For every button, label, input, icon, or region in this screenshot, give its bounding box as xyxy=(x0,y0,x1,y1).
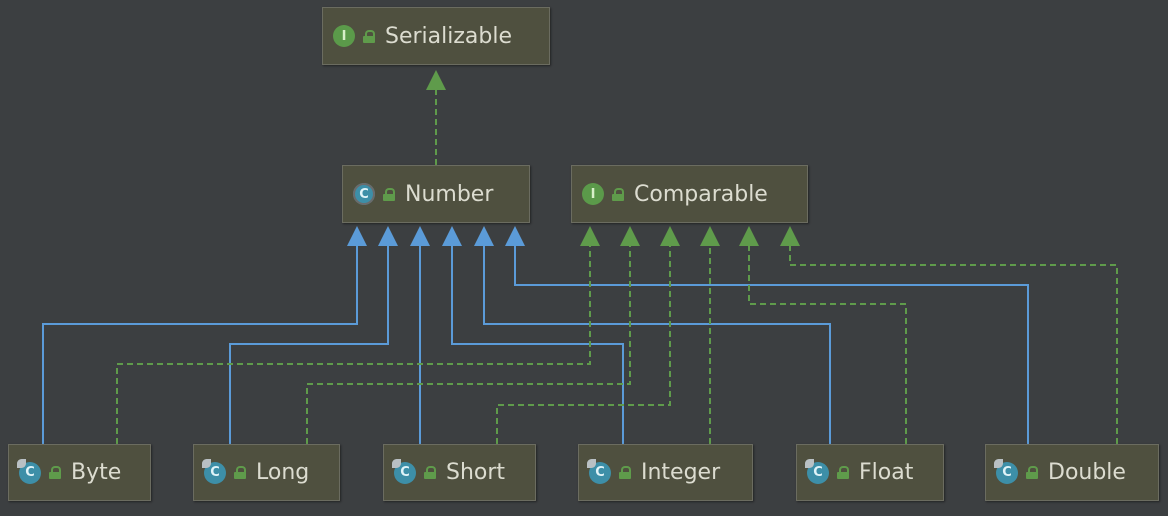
arrow-head xyxy=(347,226,367,246)
edge-line xyxy=(42,246,358,444)
arrow-head xyxy=(410,226,430,246)
class-icon: C xyxy=(587,458,611,484)
interface-icon: I xyxy=(582,183,604,205)
edge-line xyxy=(496,246,671,444)
node-label: Number xyxy=(405,181,494,207)
edge-byte-number xyxy=(42,226,367,444)
public-lock-icon xyxy=(619,466,631,479)
edge-line xyxy=(451,246,624,444)
node-float[interactable]: C Float xyxy=(796,444,944,501)
class-icon: C xyxy=(17,458,41,484)
node-double[interactable]: C Double xyxy=(985,444,1159,501)
node-label: Long xyxy=(256,460,310,485)
arrow-head xyxy=(620,226,640,246)
badge-letter: C xyxy=(210,465,220,480)
edge-short-number xyxy=(410,226,430,444)
node-long[interactable]: C Long xyxy=(193,444,340,501)
badge-letter: C xyxy=(25,465,35,480)
node-number[interactable]: C Number xyxy=(342,165,530,223)
badge-letter: C xyxy=(400,465,410,480)
edge-number-serializable xyxy=(426,70,446,165)
edge-long-number xyxy=(229,226,398,444)
public-lock-icon xyxy=(383,187,395,201)
node-short[interactable]: C Short xyxy=(383,444,536,501)
arrow-head xyxy=(474,226,494,246)
node-label: Integer xyxy=(641,460,721,485)
abstract-class-icon: C xyxy=(353,183,375,205)
edge-long-comparable xyxy=(306,226,640,444)
node-label: Comparable xyxy=(634,181,768,207)
node-byte[interactable]: C Byte xyxy=(8,444,151,501)
edge-double-comparable xyxy=(780,226,1118,444)
badge-letter: C xyxy=(595,465,605,480)
arrow-head xyxy=(378,226,398,246)
arrow-head xyxy=(442,226,462,246)
edge-line xyxy=(748,246,907,444)
class-icon: C xyxy=(392,458,416,484)
arrow-head xyxy=(660,226,680,246)
badge-letter: C xyxy=(1002,465,1012,480)
node-integer[interactable]: C Integer xyxy=(578,444,753,501)
badge-letter: C xyxy=(813,465,823,480)
node-label: Float xyxy=(859,460,914,485)
public-lock-icon xyxy=(234,466,246,479)
edge-float-comparable xyxy=(739,226,907,444)
edge-integer-comparable xyxy=(700,226,720,444)
node-label: Byte xyxy=(71,460,122,485)
public-lock-icon xyxy=(424,466,436,479)
arrow-head xyxy=(739,226,759,246)
node-label: Serializable xyxy=(385,23,513,49)
edge-float-number xyxy=(474,226,831,444)
edge-line xyxy=(306,246,631,444)
interface-icon: I xyxy=(333,25,355,47)
public-lock-icon xyxy=(49,466,61,479)
arrow-head xyxy=(780,226,800,246)
public-lock-icon xyxy=(837,466,849,479)
node-label: Short xyxy=(446,460,506,485)
edge-line xyxy=(229,246,389,444)
class-icon: C xyxy=(805,458,829,484)
edge-line xyxy=(514,246,1029,444)
node-comparable[interactable]: I Comparable xyxy=(571,165,808,223)
public-lock-icon xyxy=(612,187,624,201)
arrow-head xyxy=(700,226,720,246)
class-icon: C xyxy=(994,458,1018,484)
edge-line xyxy=(116,246,591,444)
edge-line xyxy=(483,246,831,444)
node-serializable[interactable]: I Serializable xyxy=(322,7,550,65)
class-icon: C xyxy=(202,458,226,484)
edge-line xyxy=(789,246,1118,444)
edge-integer-number xyxy=(442,226,624,444)
edge-byte-comparable xyxy=(116,226,600,444)
arrow-head xyxy=(505,226,525,246)
edge-short-comparable xyxy=(496,226,680,444)
edge-double-number xyxy=(505,226,1029,444)
public-lock-icon xyxy=(1026,466,1038,479)
public-lock-icon xyxy=(363,29,375,43)
node-label: Double xyxy=(1048,460,1126,485)
arrow-head xyxy=(580,226,600,246)
arrow-head xyxy=(426,70,446,90)
